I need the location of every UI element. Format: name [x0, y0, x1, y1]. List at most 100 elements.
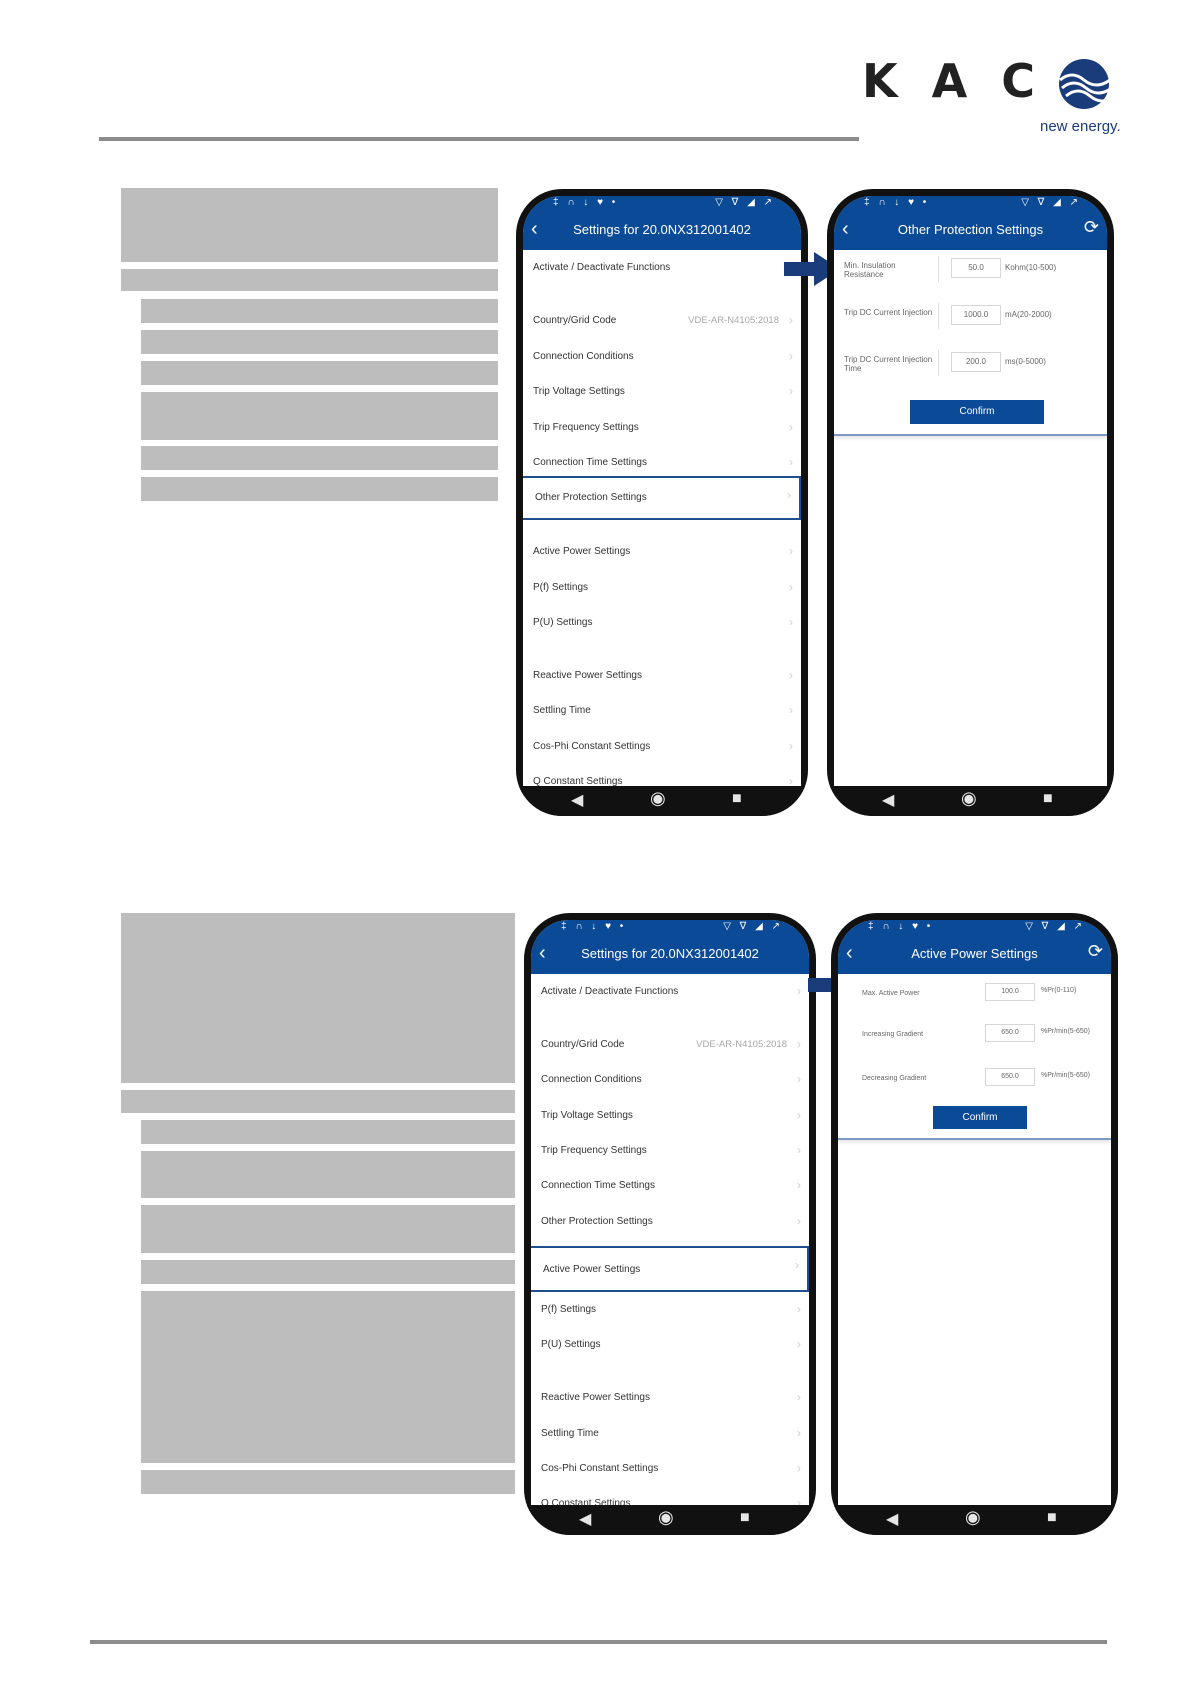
text-block [141, 330, 498, 354]
menu-item-settling-time[interactable]: Settling Time› [533, 703, 793, 717]
text-block [121, 269, 498, 291]
text-block [141, 446, 498, 470]
chevron-right-icon: › [789, 774, 793, 786]
menu-item-cos-phi[interactable]: Cos-Phi Constant Settings› [533, 739, 793, 753]
back-triangle-icon[interactable]: ◀ [882, 792, 895, 809]
menu-item-cos-phi[interactable]: Cos-Phi Constant Settings› [541, 1461, 801, 1475]
chevron-right-icon: › [797, 1426, 801, 1440]
confirm-button[interactable]: Confirm [933, 1106, 1027, 1129]
recents-square-icon[interactable]: ■ [740, 1509, 750, 1526]
phone-settings-list-2: ‡ ∩ ↓ ♥ •▽ ∇ ◢ ↗ ‹ Settings for 20.0NX31… [524, 913, 816, 1535]
chevron-right-icon: › [797, 1072, 801, 1086]
chevron-right-icon: › [789, 313, 793, 327]
chevron-right-icon: › [789, 580, 793, 594]
value-input[interactable]: 200.0 [951, 352, 1001, 372]
home-circle-icon[interactable]: ◉ [961, 788, 977, 808]
text-block [141, 392, 498, 440]
menu-item-trip-voltage[interactable]: Trip Voltage Settings› [533, 384, 793, 398]
menu-item-trip-voltage[interactable]: Trip Voltage Settings› [541, 1108, 801, 1122]
value-input[interactable]: 50.0 [951, 258, 1001, 278]
menu-item-pu[interactable]: P(U) Settings› [541, 1337, 801, 1351]
value-input[interactable]: 650.0 [985, 1024, 1035, 1042]
chevron-right-icon: › [797, 984, 801, 998]
chevron-right-icon: › [787, 488, 791, 502]
confirm-button[interactable]: Confirm [910, 400, 1044, 424]
setting-row: Trip DC Current Injection Time 200.0 ms(… [834, 344, 1107, 390]
menu-item-activate-deactivate[interactable]: Activate / Deactivate Functions› [523, 250, 801, 284]
menu-item-trip-frequency[interactable]: Trip Frequency Settings› [533, 420, 793, 434]
home-circle-icon[interactable]: ◉ [650, 788, 666, 808]
android-nav-bar: ◀ ◉ ■ [516, 786, 808, 816]
value-input[interactable]: 100.0 [985, 983, 1035, 1001]
recents-square-icon[interactable]: ■ [732, 790, 742, 807]
menu-item-other-protection[interactable]: Other Protection Settings› [541, 1214, 801, 1228]
back-chevron-icon[interactable]: ‹ [842, 218, 849, 240]
text-block [141, 1120, 515, 1144]
refresh-icon[interactable]: ⟳ [1087, 941, 1103, 961]
menu-item-pu[interactable]: P(U) Settings› [533, 615, 793, 629]
back-chevron-icon[interactable]: ‹ [531, 218, 538, 240]
footer-rule [90, 1640, 1107, 1644]
menu-item-other-protection[interactable]: Other Protection Settings› [523, 476, 801, 520]
phone-other-protection: ‡ ∩ ↓ ♥ •▽ ∇ ◢ ↗ ‹ Other Protection Sett… [827, 189, 1114, 816]
home-circle-icon[interactable]: ◉ [658, 1507, 674, 1527]
status-bar: ‡ ∩ ↓ ♥ •▽ ∇ ◢ ↗ [523, 196, 801, 212]
android-nav-bar: ◀ ◉ ■ [831, 1505, 1118, 1535]
back-triangle-icon[interactable]: ◀ [571, 792, 584, 809]
app-bar: ‹ Other Protection Settings ⟳ [834, 212, 1107, 250]
pointer-arrow-icon [784, 252, 840, 286]
chevron-right-icon: › [789, 668, 793, 682]
back-chevron-icon[interactable]: ‹ [539, 942, 546, 964]
text-block [141, 361, 498, 385]
recents-square-icon[interactable]: ■ [1043, 790, 1053, 807]
chevron-right-icon: › [797, 1496, 801, 1505]
menu-item-active-power[interactable]: Active Power Settings› [531, 1246, 809, 1292]
menu-item-connection-conditions[interactable]: Connection Conditions› [533, 349, 793, 363]
app-bar: ‹ Active Power Settings ⟳ [838, 936, 1111, 974]
menu-item-reactive-power[interactable]: Reactive Power Settings› [541, 1390, 801, 1404]
chevron-right-icon: › [789, 615, 793, 629]
chevron-right-icon: › [797, 1337, 801, 1351]
setting-row: Decreasing Gradient 650.0 %Pr/min(5-650) [838, 1059, 1111, 1105]
menu-item-activate-deactivate[interactable]: Activate / Deactivate Functions› [541, 984, 801, 998]
text-block [141, 1291, 515, 1463]
chevron-right-icon: › [789, 384, 793, 398]
refresh-icon[interactable]: ⟳ [1083, 217, 1099, 237]
page-title: Active Power Settings [911, 946, 1038, 961]
menu-item-pf[interactable]: P(f) Settings› [541, 1302, 801, 1316]
back-triangle-icon[interactable]: ◀ [886, 1511, 899, 1528]
value-input[interactable]: 650.0 [985, 1068, 1035, 1086]
menu-item-reactive-power[interactable]: Reactive Power Settings› [533, 668, 793, 682]
text-block [121, 913, 515, 1083]
menu-item-connection-time[interactable]: Connection Time Settings› [533, 455, 793, 469]
back-chevron-icon[interactable]: ‹ [846, 942, 853, 964]
chevron-right-icon: › [797, 1390, 801, 1404]
home-circle-icon[interactable]: ◉ [965, 1507, 981, 1527]
text-block [141, 1470, 515, 1494]
text-block [121, 188, 498, 262]
chevron-right-icon: › [789, 703, 793, 717]
menu-item-pf[interactable]: P(f) Settings› [533, 580, 793, 594]
phone-settings-list-1: ‡ ∩ ↓ ♥ •▽ ∇ ◢ ↗ ‹ Settings for 20.0NX31… [516, 189, 808, 816]
android-nav-bar: ◀ ◉ ■ [827, 786, 1114, 816]
text-block [141, 299, 498, 323]
chevron-right-icon: › [789, 455, 793, 469]
menu-item-q-constant[interactable]: Q Constant Settings› [533, 774, 793, 786]
value-input[interactable]: 1000.0 [951, 305, 1001, 325]
setting-row: Trip DC Current Injection 1000.0 mA(20-2… [834, 297, 1107, 343]
recents-square-icon[interactable]: ■ [1047, 1509, 1057, 1526]
menu-item-connection-time[interactable]: Connection Time Settings› [541, 1178, 801, 1192]
setting-row: Min. Insulation Resistance 50.0 Kohm(10-… [834, 250, 1107, 296]
back-triangle-icon[interactable]: ◀ [579, 1511, 592, 1528]
chevron-right-icon: › [789, 349, 793, 363]
menu-item-connection-conditions[interactable]: Connection Conditions› [541, 1072, 801, 1086]
status-bar: ‡ ∩ ↓ ♥ •▽ ∇ ◢ ↗ [531, 920, 809, 936]
menu-item-q-constant[interactable]: Q Constant Settings› [531, 1486, 809, 1505]
menu-item-trip-frequency[interactable]: Trip Frequency Settings› [541, 1143, 801, 1157]
menu-item-active-power[interactable]: Active Power Settings› [533, 544, 793, 558]
text-block [141, 1260, 515, 1284]
menu-item-settling-time[interactable]: Settling Time› [541, 1426, 801, 1440]
status-bar: ‡ ∩ ↓ ♥ •▽ ∇ ◢ ↗ [834, 196, 1107, 212]
